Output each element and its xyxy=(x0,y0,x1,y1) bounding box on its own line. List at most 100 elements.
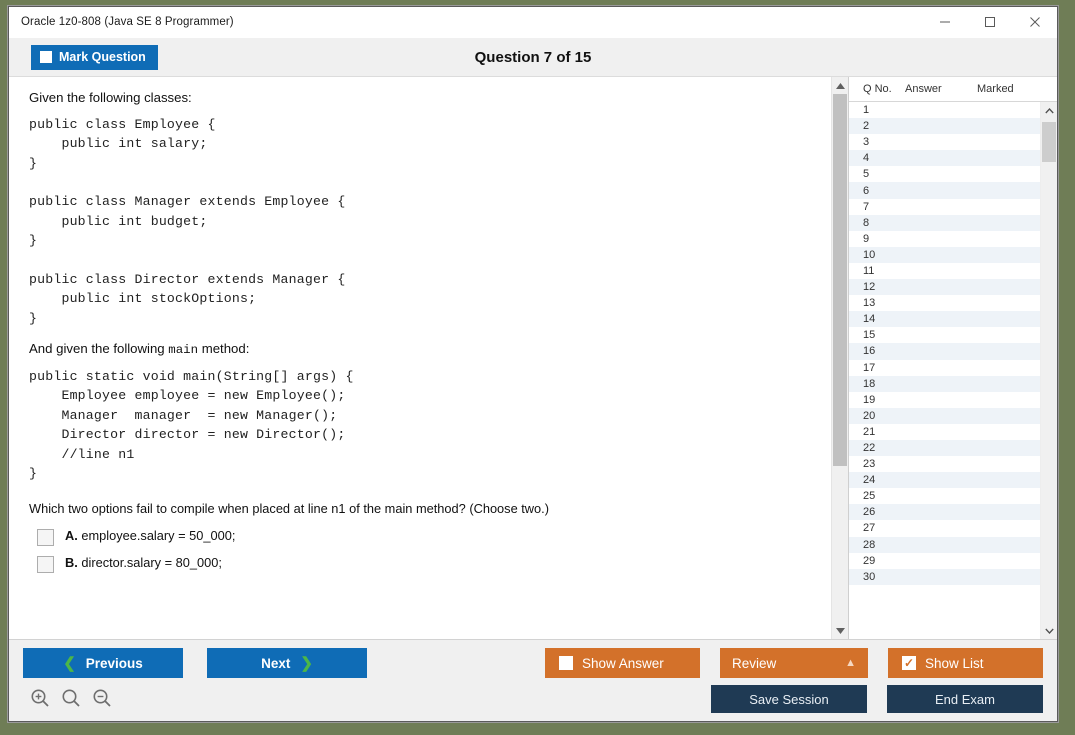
content-scroll-track[interactable] xyxy=(832,94,848,622)
row-question-number: 18 xyxy=(863,377,876,390)
question-list-row[interactable]: 27 xyxy=(849,520,1040,536)
show-answer-checkbox-icon[interactable] xyxy=(559,656,573,670)
zoom-controls xyxy=(23,687,115,711)
scroll-down-arrow-icon[interactable] xyxy=(832,622,848,639)
question-list-row[interactable]: 23 xyxy=(849,456,1040,472)
title-bar: Oracle 1z0-808 (Java SE 8 Programmer) xyxy=(9,7,1057,38)
row-question-number: 22 xyxy=(863,442,876,455)
option-text: employee.salary = 50_000; xyxy=(81,528,236,544)
row-question-number: 24 xyxy=(863,474,876,487)
question-list-row[interactable]: 29 xyxy=(849,553,1040,569)
question-list-row[interactable]: 3 xyxy=(849,134,1040,150)
question-list-row[interactable]: 1 xyxy=(849,102,1040,118)
maximize-icon[interactable] xyxy=(967,8,1012,37)
review-dropdown[interactable]: Review ▲ xyxy=(720,648,868,678)
intro2-before: And given the following xyxy=(29,341,169,357)
question-list-row[interactable]: 26 xyxy=(849,504,1040,521)
code-block-classes: public class Employee { public int salar… xyxy=(29,116,346,326)
footer-row-secondary: Save Session End Exam xyxy=(23,685,1043,713)
zoom-reset-icon[interactable] xyxy=(60,687,84,711)
intro2-after: method: xyxy=(198,341,250,357)
row-question-number: 8 xyxy=(863,216,870,229)
list-scroll-down-arrow-icon[interactable] xyxy=(1041,622,1057,639)
header-bar: Mark Question Question 7 of 15 xyxy=(9,38,1057,77)
next-label: Next xyxy=(261,655,291,671)
content-scrollbar[interactable] xyxy=(831,77,848,639)
answer-checkbox-icon[interactable] xyxy=(37,529,54,547)
question-list-row[interactable]: 17 xyxy=(849,360,1040,376)
row-question-number: 7 xyxy=(863,200,870,213)
next-button[interactable]: Next ❯ xyxy=(207,648,367,678)
mark-question-button[interactable]: Mark Question xyxy=(31,44,158,70)
show-answer-button[interactable]: Show Answer xyxy=(545,648,700,678)
option-letter: A. xyxy=(65,528,78,544)
show-list-button[interactable]: ✓ Show List xyxy=(888,648,1043,678)
mark-question-checkbox-icon[interactable] xyxy=(40,51,52,63)
option-letter: B. xyxy=(65,555,78,571)
intro2-mono: main xyxy=(168,343,199,358)
chevron-left-icon: ❮ xyxy=(63,654,76,672)
question-list-row[interactable]: 14 xyxy=(849,311,1040,328)
zoom-in-icon[interactable] xyxy=(29,687,53,711)
answer-checkbox-icon[interactable] xyxy=(37,556,54,574)
content-scroll-thumb[interactable] xyxy=(833,94,847,466)
chevron-up-icon: ▲ xyxy=(845,656,856,669)
question-list-row[interactable]: 16 xyxy=(849,343,1040,360)
row-question-number: 12 xyxy=(863,281,876,294)
scroll-up-arrow-icon[interactable] xyxy=(832,77,848,94)
show-list-checkbox-icon[interactable]: ✓ xyxy=(902,656,916,670)
question-list-row[interactable]: 13 xyxy=(849,295,1040,311)
question-list-row[interactable]: 25 xyxy=(849,488,1040,504)
question-list-row[interactable]: 24 xyxy=(849,472,1040,489)
row-question-number: 26 xyxy=(863,506,876,519)
question-list-row[interactable]: 19 xyxy=(849,392,1040,408)
footer-row-primary: ❮ Previous Next ❯ Show Answer Review ▲ ✓… xyxy=(23,648,1043,678)
answer-options: A. employee.salary = 50_000; B. director… xyxy=(29,528,834,574)
question-list-row[interactable]: 10 xyxy=(849,246,1040,263)
window-title: Oracle 1z0-808 (Java SE 8 Programmer) xyxy=(21,16,234,28)
question-list-row[interactable]: 7 xyxy=(849,199,1040,215)
question-list-row[interactable]: 11 xyxy=(849,263,1040,279)
question-list-row[interactable]: 5 xyxy=(849,166,1040,182)
row-question-number: 25 xyxy=(863,490,876,503)
close-icon[interactable] xyxy=(1012,8,1057,37)
question-list-row[interactable]: 6 xyxy=(849,182,1040,199)
previous-button[interactable]: ❮ Previous xyxy=(23,648,183,678)
review-label: Review xyxy=(732,655,777,671)
list-scroll-up-arrow-icon[interactable] xyxy=(1041,102,1057,119)
row-question-number: 23 xyxy=(863,458,876,471)
intro-text-2: And given the following main method: xyxy=(29,340,834,359)
column-header-qno: Q No. xyxy=(863,83,892,95)
question-list-row[interactable]: 30 xyxy=(849,568,1040,585)
check-icon: ✓ xyxy=(903,656,915,670)
question-list-row[interactable]: 20 xyxy=(849,407,1040,424)
question-list-row[interactable]: 4 xyxy=(849,150,1040,167)
question-list-row[interactable]: 15 xyxy=(849,327,1040,343)
question-list-row[interactable]: 8 xyxy=(849,214,1040,231)
list-scroll-thumb[interactable] xyxy=(1042,122,1056,162)
question-list-row[interactable]: 12 xyxy=(849,279,1040,296)
row-question-number: 19 xyxy=(863,393,876,406)
answer-option-a[interactable]: A. employee.salary = 50_000; xyxy=(37,528,834,547)
column-header-answer: Answer xyxy=(905,83,942,95)
zoom-out-icon[interactable] xyxy=(91,687,115,711)
answer-option-b[interactable]: B. director.salary = 80_000; xyxy=(37,555,834,574)
save-session-button[interactable]: Save Session xyxy=(711,685,867,713)
question-list-row[interactable]: 2 xyxy=(849,118,1040,135)
question-list-scrollbar[interactable] xyxy=(1040,102,1057,639)
body: Given the following classes: public clas… xyxy=(9,77,1057,639)
row-question-number: 14 xyxy=(863,313,876,326)
question-list-row[interactable]: 28 xyxy=(849,536,1040,553)
question-list-row[interactable]: 18 xyxy=(849,375,1040,392)
question-list-row[interactable]: 9 xyxy=(849,231,1040,247)
question-list-row[interactable]: 21 xyxy=(849,424,1040,440)
end-exam-button[interactable]: End Exam xyxy=(887,685,1043,713)
previous-label: Previous xyxy=(85,655,143,671)
row-question-number: 3 xyxy=(863,136,870,149)
row-question-number: 17 xyxy=(863,361,876,374)
minimize-icon[interactable] xyxy=(922,8,967,37)
row-question-number: 4 xyxy=(863,152,870,165)
question-list-row[interactable]: 22 xyxy=(849,439,1040,457)
row-question-number: 11 xyxy=(863,264,875,277)
